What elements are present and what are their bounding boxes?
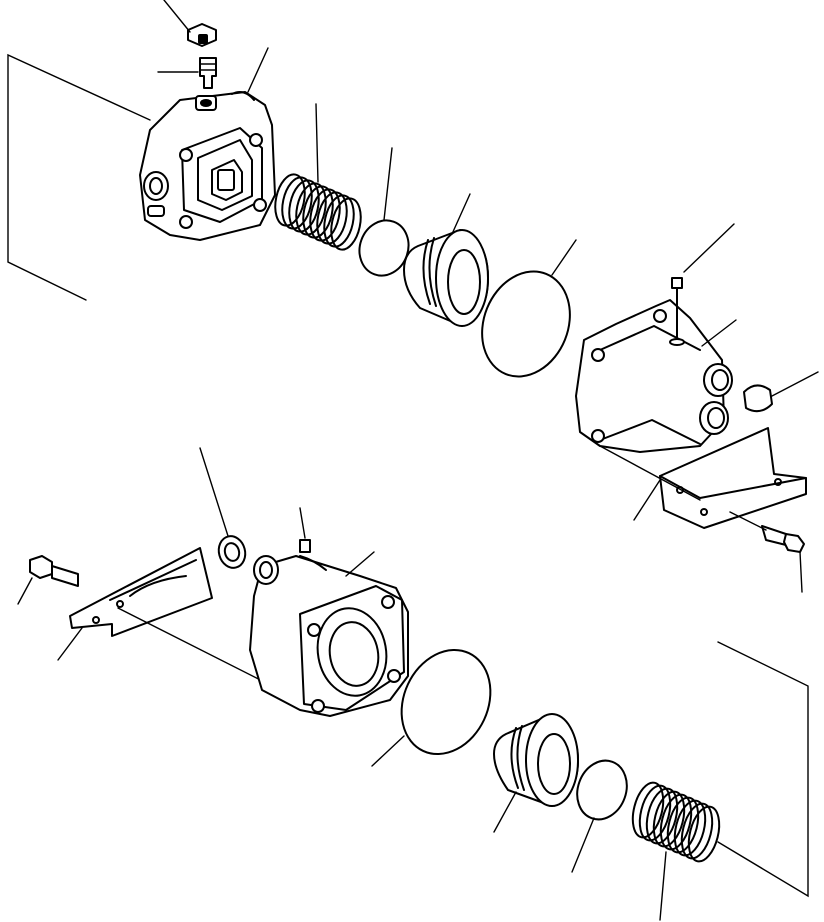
valve-body-upper: [139, 47, 276, 241]
lower-frame-bracket-lines: [717, 641, 809, 898]
bolt-upper-right: [729, 511, 805, 593]
spring-coil: [652, 790, 686, 848]
piston-lower: [493, 713, 579, 833]
spring-coil: [638, 784, 672, 842]
spring-coil: [631, 781, 665, 839]
spring-coil: [666, 796, 700, 854]
cap-nut-upper: [163, 0, 217, 47]
spring-coil: [316, 191, 348, 245]
spring-coil: [659, 793, 693, 851]
mounting-bracket-upper: [599, 427, 807, 529]
spring-coil: [323, 194, 355, 248]
spring-coil: [330, 197, 362, 251]
piston-upper: [403, 193, 489, 327]
spring-coil: [680, 802, 714, 860]
cylinder-housing-upper: [575, 223, 737, 453]
spring-lower: [631, 781, 721, 921]
spring-coil: [645, 787, 679, 845]
spring-coil: [288, 179, 320, 233]
nipple-upper: [157, 57, 217, 89]
o-ring-large-lower: [371, 648, 492, 767]
spring-coil: [673, 799, 707, 857]
mounting-bracket-lower: [57, 547, 301, 701]
bleed-screw-lower: [299, 507, 311, 553]
spring-upper: [274, 103, 362, 251]
spring-coil: [281, 176, 313, 230]
spring-coil: [687, 805, 721, 863]
spring-coil: [302, 185, 334, 239]
spring-coil: [274, 173, 306, 227]
seal-ring-lower: [199, 447, 247, 569]
spring-coil: [309, 188, 341, 242]
plug-cap-upper: [743, 371, 819, 413]
o-ring-large-upper: [481, 239, 577, 378]
cylinder-housing-lower: [249, 551, 409, 717]
upper-frame-bracket-lines: [7, 53, 151, 301]
o-ring-small-lower: [571, 759, 628, 873]
bolt-lower-left: [17, 555, 79, 605]
spring-coil: [295, 182, 327, 236]
